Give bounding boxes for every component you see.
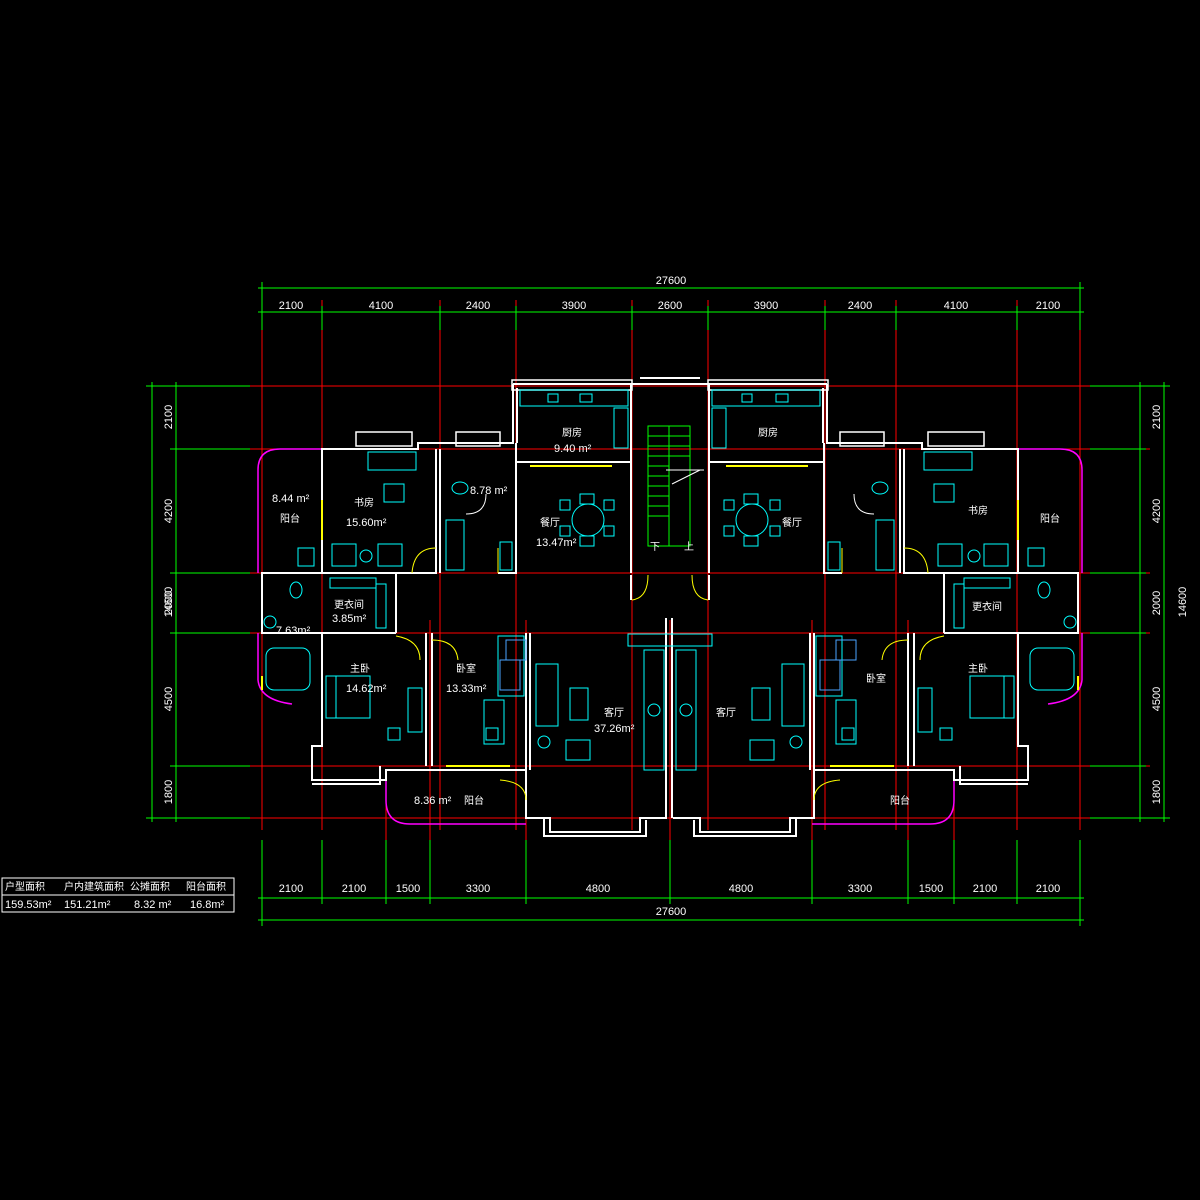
bedroom-area: 13.33m²: [446, 683, 487, 695]
dim-left: 4500: [163, 687, 175, 711]
study-label: 书房: [968, 504, 988, 517]
dim-left: 4200: [163, 499, 175, 523]
balcony-label: 阳台: [280, 512, 300, 525]
dimension-lines: [146, 282, 1170, 926]
dim-right-total: 14600: [1177, 587, 1189, 618]
dim-top: 3900: [562, 300, 586, 312]
study-label: 书房: [354, 496, 374, 509]
dining-label: 餐厅: [540, 516, 560, 529]
dim-top: 2100: [1036, 300, 1060, 312]
dim-bottom: 1500: [396, 883, 420, 895]
balcony-label: 阳台: [890, 794, 910, 807]
dim-right: 1800: [1151, 780, 1163, 804]
balcony-label: 阳台: [464, 794, 484, 807]
cloakroom-label: 更衣间: [334, 598, 364, 611]
dim-top: 4100: [369, 300, 393, 312]
living-area: 37.26m²: [594, 723, 635, 735]
study-area: 15.60m²: [346, 517, 387, 529]
master-bedroom-label: 主卧: [350, 662, 370, 675]
bedroom-label: 卧室: [456, 662, 476, 675]
dim-bottom: 2100: [279, 883, 303, 895]
master-bedroom-label: 主卧: [968, 662, 988, 675]
table-cell: 159.53m²: [5, 899, 52, 911]
wc-area: 8.78 m²: [470, 485, 508, 497]
dim-top: 2400: [848, 300, 872, 312]
stair-up-label: 上: [684, 541, 694, 553]
kitchen-area: 9.40 m²: [554, 443, 592, 455]
dim-top: 2600: [658, 300, 682, 312]
balcony-rails: [257, 448, 1083, 825]
bathroom-area: 7.63m²: [276, 625, 311, 637]
cloakroom-area: 3.85m²: [332, 613, 367, 625]
furniture: [263, 389, 1077, 771]
dim-right: 2000: [1151, 591, 1163, 615]
dim-bottom-total: 27600: [656, 906, 687, 918]
dining-area: 13.47m²: [536, 537, 577, 549]
dim-bottom: 1500: [919, 883, 943, 895]
dim-top: 2100: [279, 300, 303, 312]
balcony-label: 阳台: [1040, 512, 1060, 525]
dim-bottom: 4800: [586, 883, 610, 895]
stair-down-label: 下: [650, 542, 660, 553]
table-cell: 16.8m²: [190, 899, 225, 911]
dim-top-total: 27600: [656, 275, 687, 287]
dining-label: 餐厅: [782, 516, 802, 529]
dim-bottom: 2100: [1036, 883, 1060, 895]
dim-right-segments: 14600 2100 4200 2000 4500 1800: [1151, 405, 1189, 804]
dim-bottom: 3300: [848, 883, 872, 895]
dim-top: 4100: [944, 300, 968, 312]
walls: [261, 377, 1079, 837]
doors: [395, 493, 945, 801]
dim-bottom: 3300: [466, 883, 490, 895]
kitchen-label: 厨房: [562, 426, 582, 439]
dim-bottom-segments: 2100 2100 1500 3300 4800 4800 3300 1500 …: [279, 883, 1060, 895]
dim-left: 2100: [163, 405, 175, 429]
dim-bottom: 2100: [973, 883, 997, 895]
dim-right: 4200: [1151, 499, 1163, 523]
windows: [261, 465, 1079, 767]
table-header: 公摊面积: [130, 880, 170, 893]
area-summary-table: 户型面积 户内建筑面积 公摊面积 阳台面积 159.53m² 151.21m² …: [1, 877, 235, 913]
dim-left-total: 14600: [163, 587, 175, 618]
kitchen-label: 厨房: [758, 426, 778, 439]
dim-bottom: 2100: [342, 883, 366, 895]
dim-left-segments: 14600 2100 4200 2000 4500 1800: [163, 405, 175, 804]
dim-left: 2000: [163, 591, 175, 615]
dim-top: 2400: [466, 300, 490, 312]
dim-top: 3900: [754, 300, 778, 312]
dim-right: 2100: [1151, 405, 1163, 429]
balcony-area: 8.36 m²: [414, 795, 452, 807]
dim-bottom: 4800: [729, 883, 753, 895]
furniture-accents: [499, 639, 857, 691]
table-header: 阳台面积: [186, 880, 226, 893]
living-label: 客厅: [604, 706, 624, 719]
dim-right: 4500: [1151, 687, 1163, 711]
table-header: 户型面积: [5, 880, 45, 893]
table-cell: 8.32 m²: [134, 899, 172, 911]
bedroom-label: 卧室: [866, 672, 886, 685]
dim-top-segments: 2100 4100 2400 3900 2600 3900 2400 4100 …: [279, 300, 1060, 312]
cloakroom-label: 更衣间: [972, 600, 1002, 613]
living-label: 客厅: [716, 706, 736, 719]
stair: [647, 425, 704, 547]
table-cell: 151.21m²: [64, 899, 111, 911]
master-bedroom-area: 14.62m²: [346, 683, 387, 695]
table-header: 户内建筑面积: [64, 880, 124, 893]
dim-left: 1800: [163, 780, 175, 804]
room-labels: 厨房 9.40 m² 厨房 餐厅 13.47m² 餐厅 书房 15.60m² 书…: [272, 426, 1060, 807]
balcony-area: 8.44 m²: [272, 493, 310, 505]
